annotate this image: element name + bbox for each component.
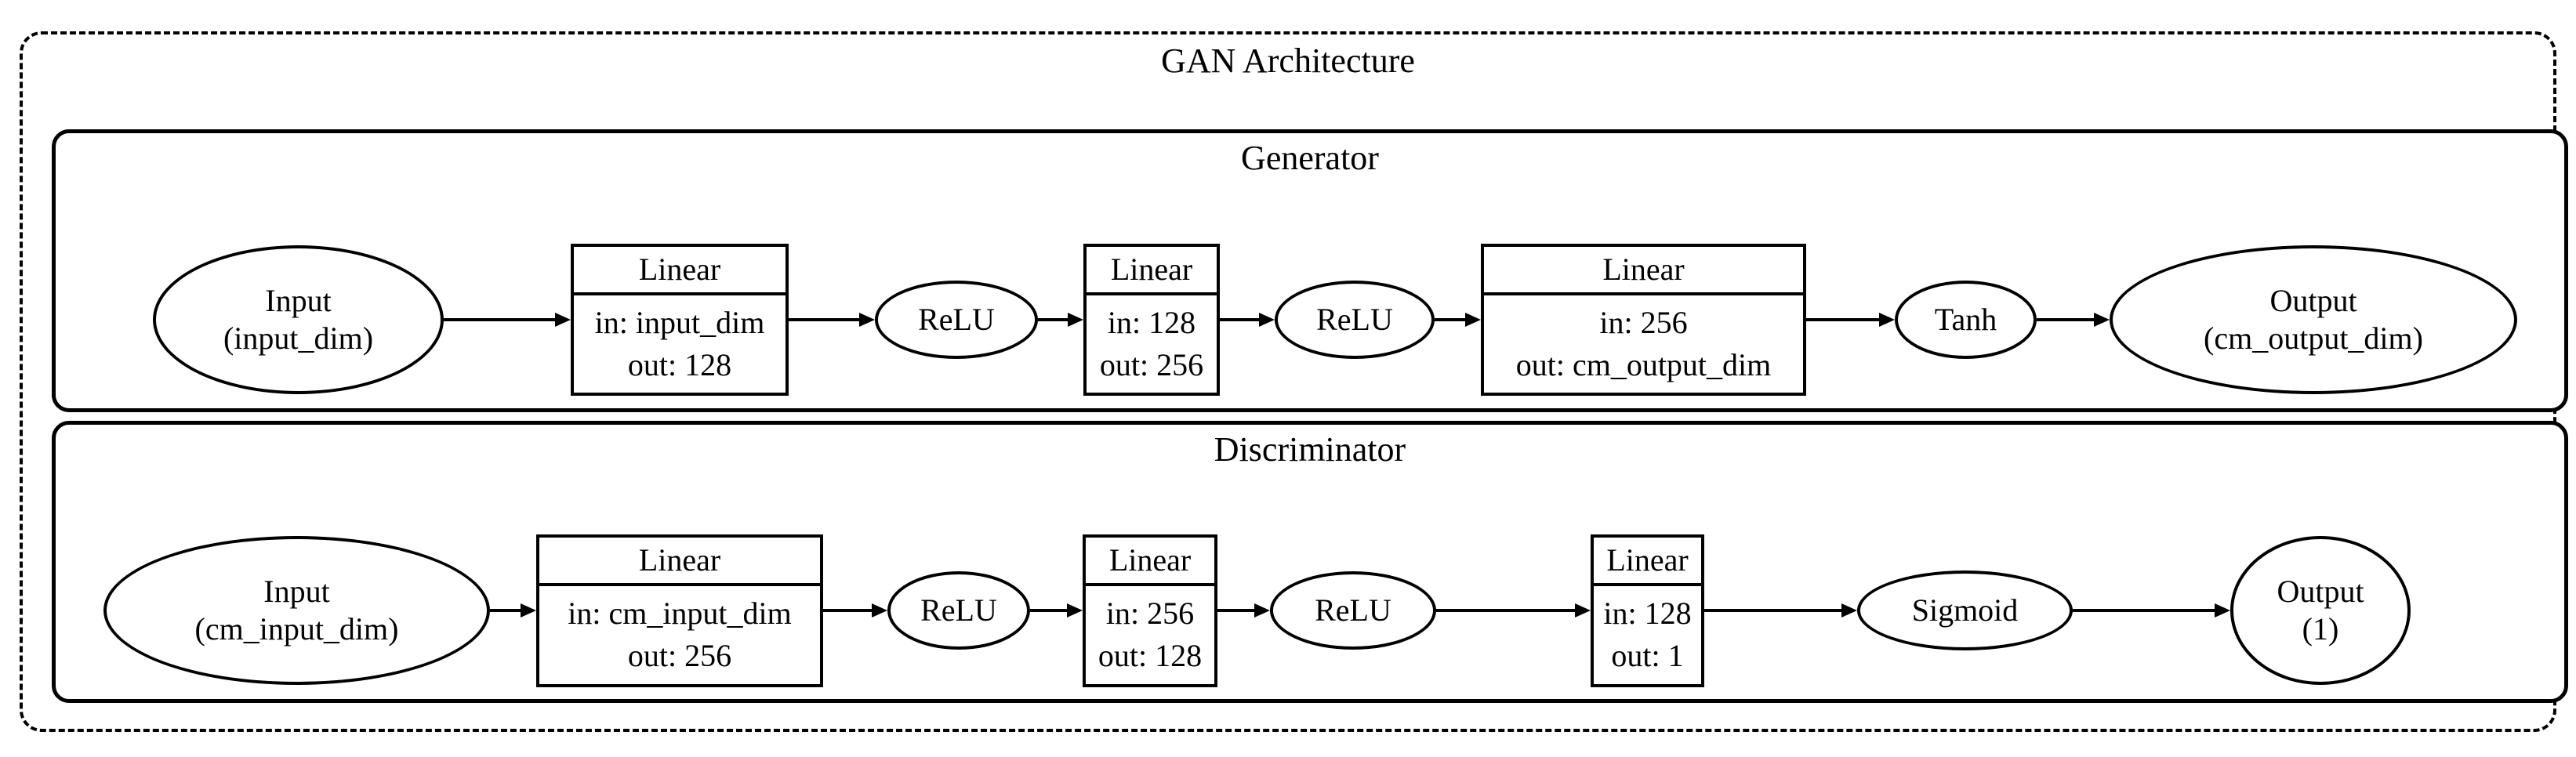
record-row: in: 128	[1107, 304, 1196, 340]
record-row: out: 1	[1611, 638, 1684, 674]
node-label-line: ReLU	[920, 592, 997, 628]
flow-arrow-icon	[1038, 312, 1083, 328]
node-label-line: (cm_output_dim)	[2204, 320, 2423, 356]
record-row: out: 256	[1099, 346, 1204, 382]
discriminator-cluster: Discriminator Input (cm_input_dim) Linea…	[52, 421, 2568, 703]
record-row: in: input_dim	[594, 304, 765, 340]
flow-arrow-icon	[1220, 312, 1275, 328]
discriminator-title: Discriminator	[1214, 430, 1406, 469]
diagram-title: GAN Architecture	[1161, 42, 1415, 80]
generator-flow: Input (input_dim) Linear in: input_dim o…	[56, 177, 2564, 408]
generator-relu2-node: ReLU	[1275, 280, 1435, 359]
node-label-line: ReLU	[1316, 301, 1393, 337]
record-title: Linear	[539, 538, 820, 586]
flow-arrow-icon	[1030, 603, 1083, 618]
node-label-line: ReLU	[918, 301, 995, 337]
node-label-line: (1)	[2302, 611, 2339, 647]
record-row: out: cm_output_dim	[1515, 346, 1772, 382]
discriminator-output-node: Output (1)	[2230, 536, 2411, 686]
discriminator-input-node: Input (cm_input_dim)	[103, 536, 490, 686]
record-row: out: 256	[627, 638, 732, 674]
record-row: in: cm_input_dim	[568, 596, 792, 632]
flow-arrow-icon	[1435, 312, 1481, 328]
generator-linear3-node: Linear in: 256 out: cm_output_dim	[1481, 243, 1806, 396]
gan-architecture-frame: GAN Architecture Generator Input (input_…	[20, 31, 2568, 732]
node-label-line: Tanh	[1934, 301, 1997, 337]
record-row: in: 256	[1105, 596, 1195, 632]
flow-arrow-icon	[2037, 312, 2110, 328]
flow-arrow-icon	[789, 312, 875, 328]
discriminator-linear2-node: Linear in: 256 out: 128	[1083, 534, 1217, 687]
flow-arrow-icon	[1436, 603, 1591, 618]
record-body: in: 128 out: 256	[1087, 295, 1217, 393]
record-body: in: 128 out: 1	[1594, 586, 1701, 684]
discriminator-relu2-node: ReLU	[1270, 571, 1436, 650]
record-body: in: 256 out: 128	[1086, 586, 1214, 684]
record-body: in: input_dim out: 128	[574, 295, 785, 393]
record-row: out: 128	[1098, 638, 1203, 674]
node-label-line: Output	[2277, 574, 2364, 610]
discriminator-sigmoid-node: Sigmoid	[1857, 570, 2073, 651]
generator-linear1-node: Linear in: input_dim out: 128	[571, 243, 789, 396]
discriminator-linear3-node: Linear in: 128 out: 1	[1591, 534, 1704, 687]
node-label-line: ReLU	[1315, 592, 1391, 628]
generator-input-node: Input (input_dim)	[153, 244, 444, 394]
node-label-line: (input_dim)	[223, 320, 374, 356]
node-label-line: Sigmoid	[1911, 592, 2019, 628]
generator-title: Generator	[1241, 139, 1379, 177]
flow-arrow-icon	[444, 312, 571, 328]
generator-cluster: Generator Input (input_dim) Linear in: i…	[52, 129, 2568, 412]
record-row: in: 128	[1603, 596, 1692, 632]
node-label-line: (cm_input_dim)	[194, 611, 399, 647]
flow-arrow-icon	[1806, 312, 1895, 328]
record-title: Linear	[1086, 538, 1214, 586]
record-title: Linear	[1484, 247, 1803, 295]
discriminator-flow: Input (cm_input_dim) Linear in: cm_input…	[56, 469, 2564, 699]
generator-linear2-node: Linear in: 128 out: 256	[1083, 243, 1220, 396]
node-label-line: Input	[265, 282, 332, 318]
record-title: Linear	[574, 247, 785, 295]
node-label-line: Input	[263, 574, 330, 610]
generator-tanh-node: Tanh	[1895, 280, 2037, 359]
discriminator-linear1-node: Linear in: cm_input_dim out: 256	[536, 534, 823, 687]
record-body: in: cm_input_dim out: 256	[539, 586, 820, 684]
flow-arrow-icon	[2073, 603, 2230, 618]
record-title: Linear	[1087, 247, 1217, 295]
flow-arrow-icon	[1704, 603, 1857, 618]
discriminator-relu1-node: ReLU	[887, 571, 1030, 650]
flow-arrow-icon	[490, 603, 536, 618]
record-row: out: 128	[627, 346, 732, 382]
flow-arrow-icon	[1217, 603, 1270, 618]
generator-output-node: Output (cm_output_dim)	[2110, 244, 2517, 394]
record-title: Linear	[1594, 538, 1701, 586]
node-label-line: Output	[2269, 282, 2357, 318]
record-body: in: 256 out: cm_output_dim	[1484, 295, 1803, 393]
record-row: in: 256	[1599, 304, 1688, 340]
generator-relu1-node: ReLU	[875, 280, 1038, 359]
flow-arrow-icon	[823, 603, 887, 618]
